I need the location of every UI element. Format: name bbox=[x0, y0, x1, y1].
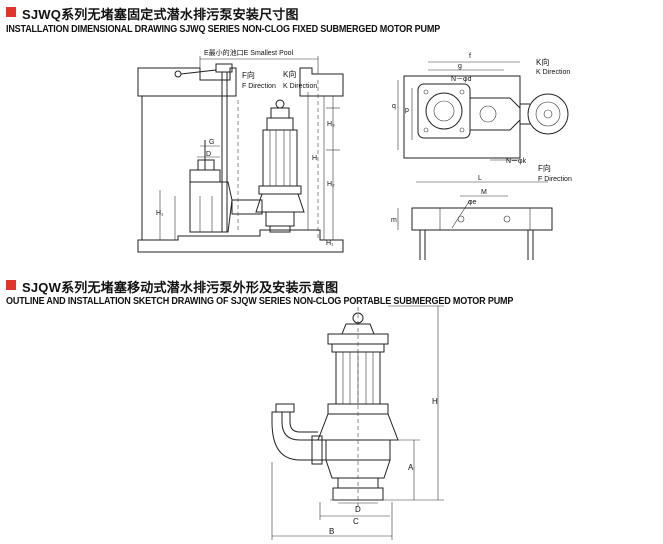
dim-q: q bbox=[392, 103, 396, 110]
k-direction-view-en: K Direction bbox=[536, 69, 570, 76]
dim-phi-e: φe bbox=[468, 199, 477, 206]
dim-h2: H₂ bbox=[327, 181, 335, 188]
dim-n-d: N－φd bbox=[451, 76, 472, 83]
dim-d-portable: D bbox=[355, 505, 361, 514]
k-direction-en: K Direction bbox=[283, 83, 317, 90]
dim-p: p bbox=[405, 107, 409, 114]
k-direction-view-cn: K向 bbox=[536, 57, 549, 67]
dim-m-small: m bbox=[391, 217, 397, 224]
portable-pump-drawing: H A D C B bbox=[271, 300, 444, 540]
smallest-pool-label: E最小的池口E Smallest Pool bbox=[204, 48, 294, 57]
section-marker-icon bbox=[6, 7, 16, 17]
section1-title-cn: SJWQ系列无堵塞固定式潜水排污泵安装尺寸图 bbox=[22, 7, 299, 22]
dim-h: H bbox=[312, 155, 317, 162]
dim-f: f bbox=[469, 53, 471, 60]
f-direction-cn: F向 bbox=[242, 70, 255, 80]
dim-g: G bbox=[209, 139, 214, 146]
k-direction-cn: K向 bbox=[283, 69, 296, 79]
dim-h-portable: H bbox=[432, 397, 438, 406]
fixed-pump-side-view: E最小的池口E Smallest Pool F向 F Direction K向 … bbox=[137, 48, 344, 253]
section2-title-en: OUTLINE AND INSTALLATION SKETCH DRAWING … bbox=[6, 295, 514, 307]
dim-hs: H₃ bbox=[327, 121, 335, 128]
dim-b: B bbox=[329, 527, 334, 536]
f-direction-view: L M m φe F向 F Direction bbox=[391, 163, 572, 260]
dim-c: C bbox=[353, 517, 359, 526]
k-direction-top-view: f g q p N－φd N－φk K向 K Direction bbox=[392, 53, 570, 165]
section-marker-icon bbox=[6, 280, 16, 290]
f-direction-en: F Direction bbox=[242, 83, 276, 90]
dim-n-k: N－φk bbox=[506, 158, 527, 165]
dim-h1-right: H₁ bbox=[326, 240, 334, 247]
dim-d: D bbox=[206, 151, 211, 158]
dim-l: L bbox=[478, 175, 482, 182]
dim-m: M bbox=[481, 189, 487, 196]
section2-title-cn: SJQW系列无堵塞移动式潜水排污泵外形及安装示意图 bbox=[22, 280, 339, 295]
f-direction-view-en: F Direction bbox=[538, 176, 572, 183]
dim-a: A bbox=[408, 463, 414, 472]
dim-g-lower: g bbox=[458, 63, 462, 70]
section1-title-en: INSTALLATION DIMENSIONAL DRAWING SJWQ SE… bbox=[6, 23, 441, 35]
dim-h1: H₁ bbox=[156, 210, 164, 217]
f-direction-view-cn: F向 bbox=[538, 163, 551, 173]
